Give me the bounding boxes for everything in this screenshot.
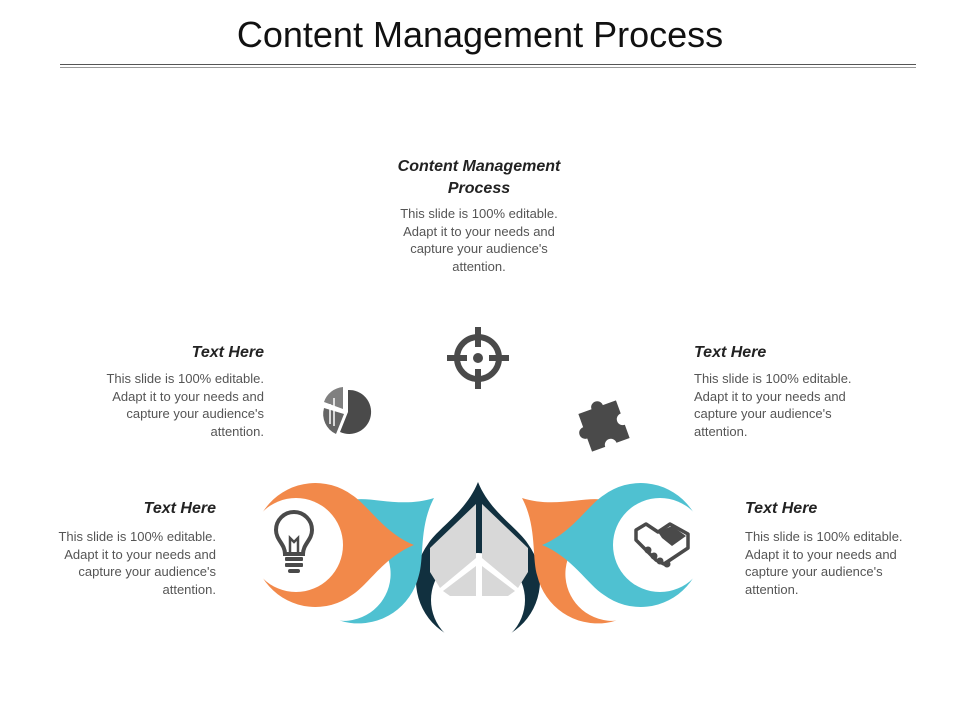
target-icon: [447, 327, 509, 389]
pin-lower-right: [542, 482, 707, 607]
step-heading-upper-left: Text Here: [191, 344, 264, 361]
pie-chart-icon: [323, 387, 372, 434]
step-heading-upper-right: Text Here: [694, 344, 767, 361]
center-arrow-logo: [430, 504, 528, 596]
slide-title: Content Management Process: [236, 14, 724, 55]
step-body-top: This slide is 100% editable. Adapt it to…: [400, 206, 558, 274]
handshake-icon: [634, 522, 690, 568]
title-divider: [60, 64, 916, 65]
puzzle-icon: [578, 400, 630, 452]
pin-top: [416, 482, 540, 647]
step-body-upper-right: This slide is 100% editable. Adapt it to…: [694, 371, 852, 439]
step-body-lower-left: This slide is 100% editable. Adapt it to…: [58, 529, 216, 597]
step-heading-lower-left: Text Here: [143, 500, 216, 517]
step-body-lower-right: This slide is 100% editable. Adapt it to…: [745, 529, 903, 597]
step-heading-lower-right: Text Here: [745, 500, 818, 517]
pin-lower-left: [249, 483, 414, 607]
step-heading-top: Content Management Process: [397, 158, 561, 197]
step-body-upper-left: This slide is 100% editable. Adapt it to…: [106, 371, 264, 439]
title-divider-secondary: [60, 67, 916, 68]
lightbulb-icon: [273, 510, 315, 573]
